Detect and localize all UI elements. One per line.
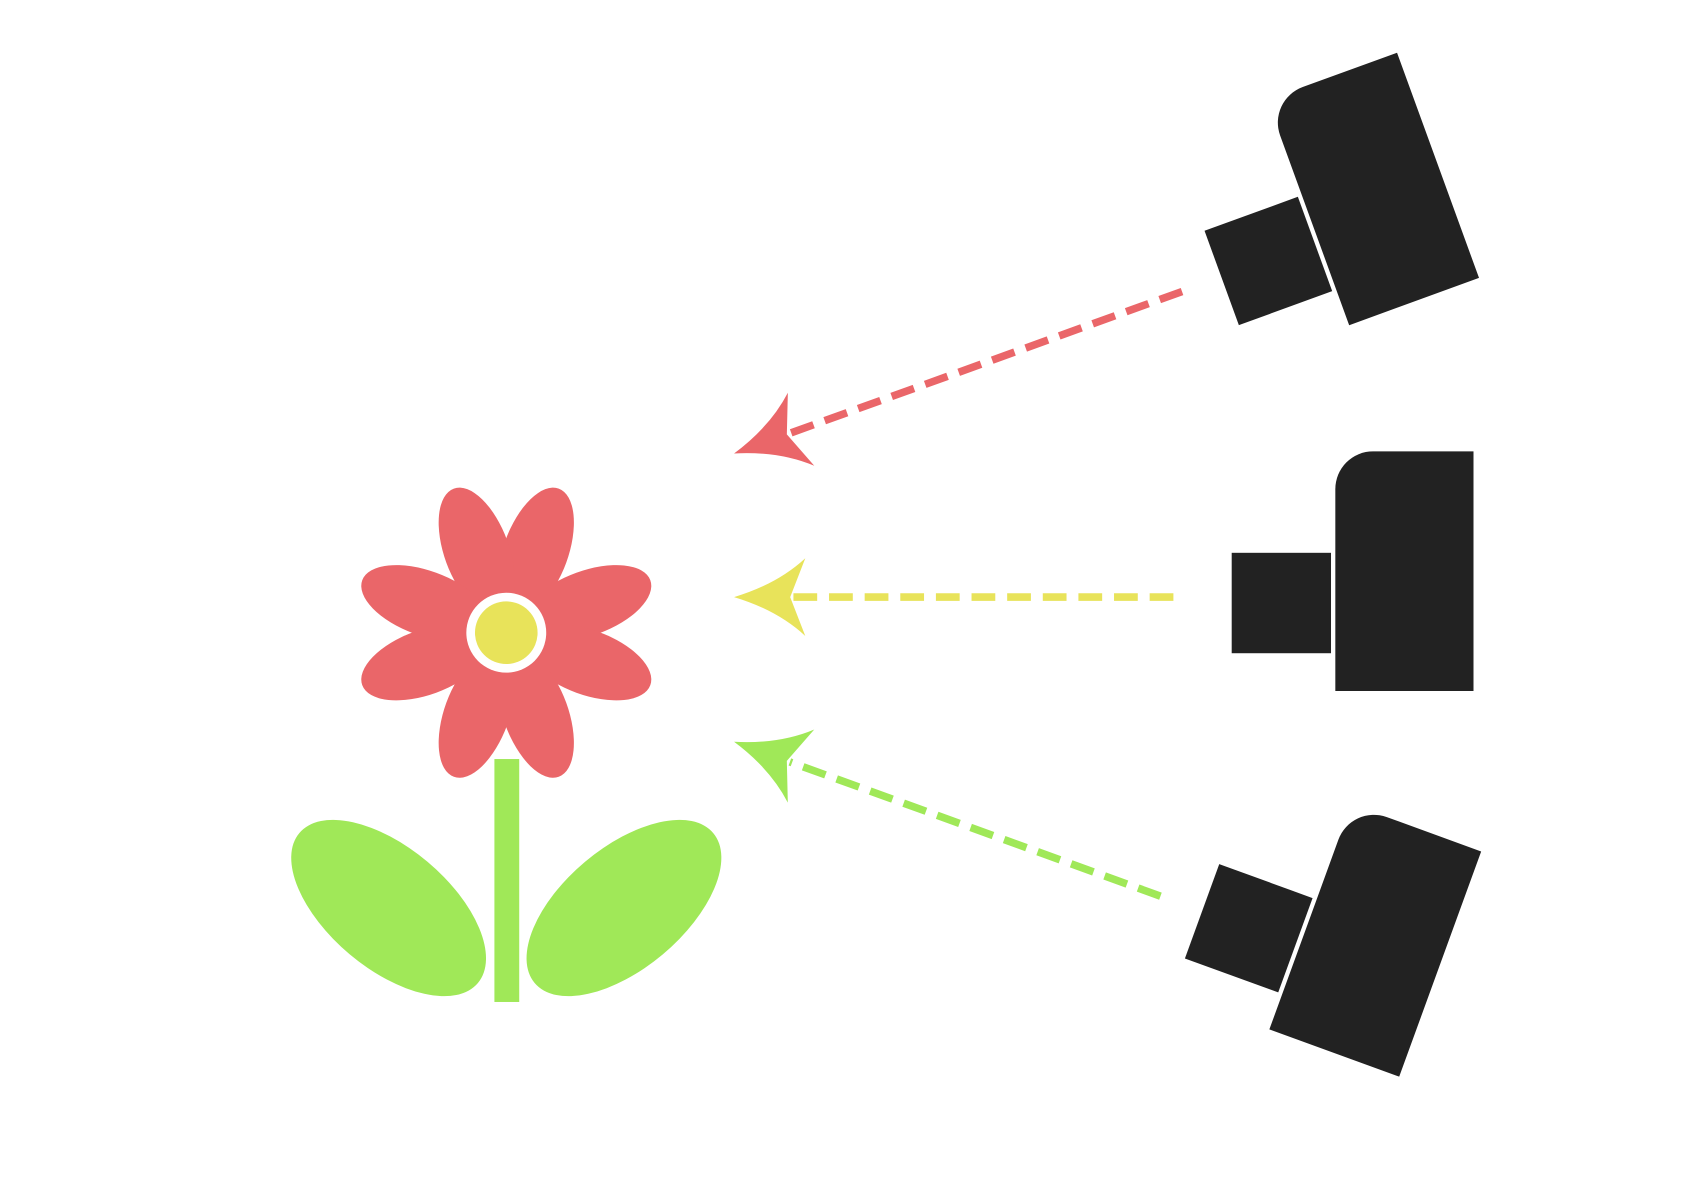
- camera-middle: [1231, 451, 1474, 692]
- arrowhead: [734, 729, 815, 803]
- flower-icon: [291, 487, 722, 1002]
- camera-top: [1169, 52, 1480, 361]
- arrowhead: [734, 558, 806, 636]
- petal: [523, 565, 652, 642]
- leaf-left: [291, 819, 487, 997]
- camera-bottom: [1171, 768, 1482, 1077]
- dashed-arrow-line: [788, 758, 1162, 900]
- petal: [361, 565, 489, 642]
- stem: [494, 759, 520, 1002]
- flower-center: [474, 601, 538, 665]
- petal: [497, 650, 574, 778]
- arrowhead: [734, 392, 815, 466]
- leaf-right: [526, 819, 722, 997]
- dashed-arrow-line: [788, 287, 1184, 437]
- arrows: [734, 287, 1184, 900]
- petal: [361, 624, 489, 701]
